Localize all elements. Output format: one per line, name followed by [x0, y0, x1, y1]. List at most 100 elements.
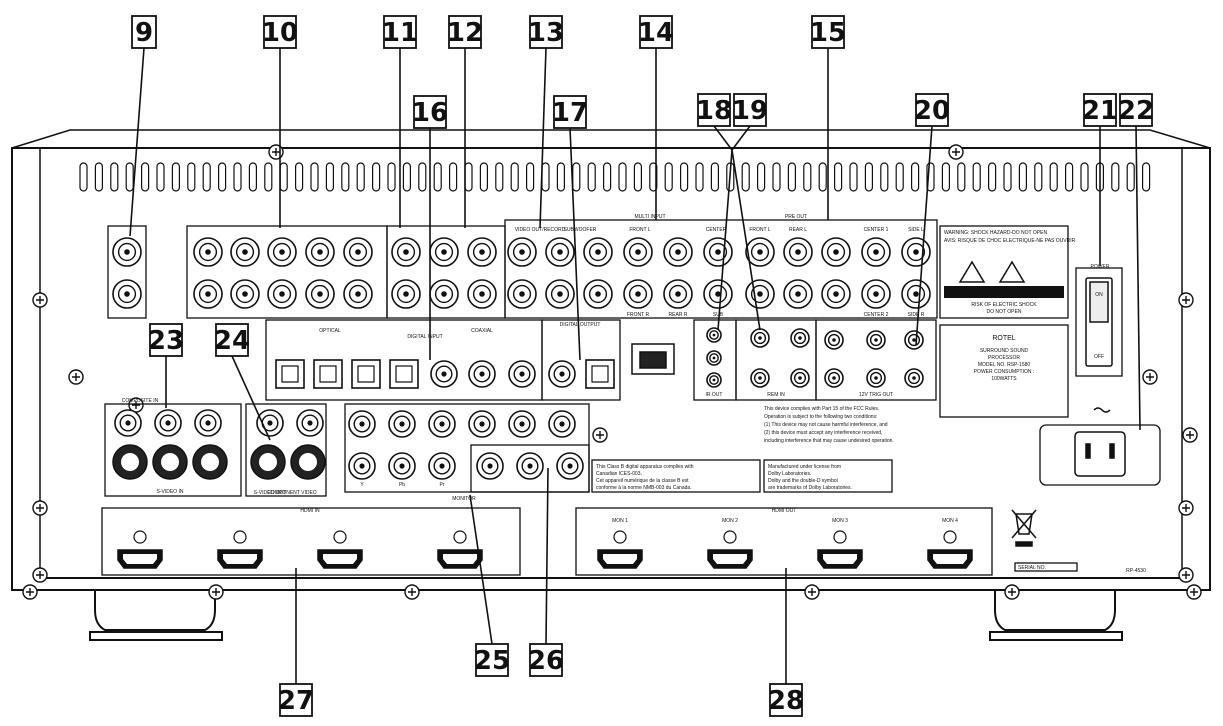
chassis-feet — [89, 589, 1123, 641]
rca-jack-icon — [430, 360, 458, 388]
callout-18: 18 — [696, 93, 732, 127]
label-dolby2: Dolby Laboratories. — [768, 471, 811, 477]
rca-jack-icon — [703, 279, 733, 309]
label-multi-input: MULTI INPUT — [634, 214, 665, 220]
svg-text:20: 20 — [914, 96, 950, 126]
label-canada2: Canadian ICES-003. — [596, 471, 642, 477]
vent-slot — [449, 162, 458, 192]
optical-jacks — [275, 359, 615, 389]
rca-jack-icon — [388, 452, 416, 480]
vent-slot — [218, 162, 227, 192]
svg-text:25: 25 — [474, 646, 510, 676]
leader-line — [1135, 125, 1141, 431]
screw-icon — [592, 427, 608, 443]
optical-jack-icon — [275, 359, 305, 389]
callout-21: 21 — [1082, 93, 1118, 127]
vent-slot — [710, 162, 720, 192]
vent-slot — [372, 162, 381, 192]
rca-jack-icon — [663, 279, 693, 309]
screw-icon — [32, 292, 48, 308]
label-fcc3: (1) This device may not cause harmful in… — [764, 422, 888, 428]
rca-jack-icon — [154, 409, 182, 437]
screw-icon — [404, 584, 420, 600]
screw-icon — [22, 584, 38, 600]
vent-slot — [664, 162, 673, 192]
rca-jack-icon — [750, 328, 770, 348]
label-dolby4: are trademarks of Dolby Laboratories. — [768, 485, 852, 491]
svg-text:22: 22 — [1118, 96, 1154, 126]
rca-jack-icon — [468, 410, 496, 438]
screw-icon — [1178, 292, 1194, 308]
rca-jack-icon — [230, 279, 260, 309]
callout-27: 27 — [278, 683, 314, 717]
label-subwoofer: SUBWOOFER — [564, 227, 597, 233]
svg-text:23: 23 — [148, 326, 184, 356]
label-mon1: MON 1 — [612, 518, 628, 524]
vent-slot — [695, 162, 704, 192]
rca-jack-icon — [348, 452, 376, 480]
vent-slot — [1049, 162, 1058, 192]
rca-jack-icon — [866, 368, 886, 388]
rca-jack-icon — [821, 237, 851, 267]
rca-jack-icon — [428, 410, 456, 438]
label-dolby1: Manufactured under license from — [768, 464, 841, 470]
rca-jack-icon — [824, 330, 844, 350]
label-12v-trig-out: 12V TRIG OUT — [859, 392, 893, 398]
vent-slot — [633, 162, 643, 192]
screw-icon — [804, 584, 820, 600]
hdmi-port-icon — [597, 530, 643, 569]
rca-jack-icon — [866, 330, 886, 350]
vent-slot — [941, 162, 951, 192]
vent-slot — [1141, 162, 1151, 192]
optical-jack-icon — [313, 359, 343, 389]
callout-12: 12 — [447, 15, 483, 49]
rca-jack-icon — [467, 279, 497, 309]
ethernet-port — [631, 343, 675, 375]
vent-slot — [587, 162, 596, 192]
callout-9: 9 — [131, 15, 157, 49]
rca-jack-icon — [706, 350, 722, 366]
rca-jack-icon — [901, 279, 931, 309]
rca-jack-icon — [468, 360, 496, 388]
label-side-l: SIDE L — [908, 227, 924, 233]
vent-slot — [325, 162, 334, 192]
callout-20: 20 — [914, 93, 950, 127]
label-y: Y — [360, 482, 364, 488]
svg-text:27: 27 — [278, 686, 314, 716]
rca-jack-icon — [783, 279, 813, 309]
vent-slot — [171, 162, 180, 192]
vent-slot — [833, 162, 843, 192]
vent-slot — [1064, 162, 1074, 192]
callout-10: 10 — [262, 15, 298, 49]
leader-line — [545, 467, 549, 645]
screw-icon — [1178, 500, 1194, 516]
hdmi-port-icon — [707, 530, 753, 569]
shock-warning-icon — [958, 260, 1026, 283]
svg-text:15: 15 — [810, 18, 846, 48]
rca-jack-icon — [305, 237, 335, 267]
screw-icon — [32, 567, 48, 583]
rca-jack-icon — [193, 279, 223, 309]
s-video-jacks — [112, 444, 326, 480]
svg-text:28: 28 — [768, 686, 804, 716]
label-rear-l2: REAR L — [789, 227, 807, 233]
screw-icon — [68, 369, 84, 385]
label-power: POWER — [1091, 264, 1110, 270]
ac-inlet — [1074, 407, 1126, 477]
label-fcc1: This device complies with Part 15 of the… — [764, 406, 879, 412]
vent-slot — [541, 162, 550, 192]
svg-text:26: 26 — [528, 646, 564, 676]
hdmi-ports — [117, 530, 973, 569]
leader-line — [731, 149, 761, 331]
label-model2: PROCESSOR — [988, 355, 1020, 361]
svg-text:14: 14 — [638, 18, 674, 48]
svg-text:11: 11 — [382, 18, 418, 48]
svg-text:12: 12 — [447, 18, 483, 48]
label-caution-sub2: DO NOT OPEN — [987, 309, 1022, 315]
rca-jack-icon — [388, 410, 416, 438]
label-off: OFF — [1094, 354, 1104, 360]
rca-jack-icon — [861, 279, 891, 309]
label-mon4: MON 4 — [942, 518, 958, 524]
vent-slot — [756, 162, 766, 192]
hdmi-port-icon — [317, 530, 363, 569]
